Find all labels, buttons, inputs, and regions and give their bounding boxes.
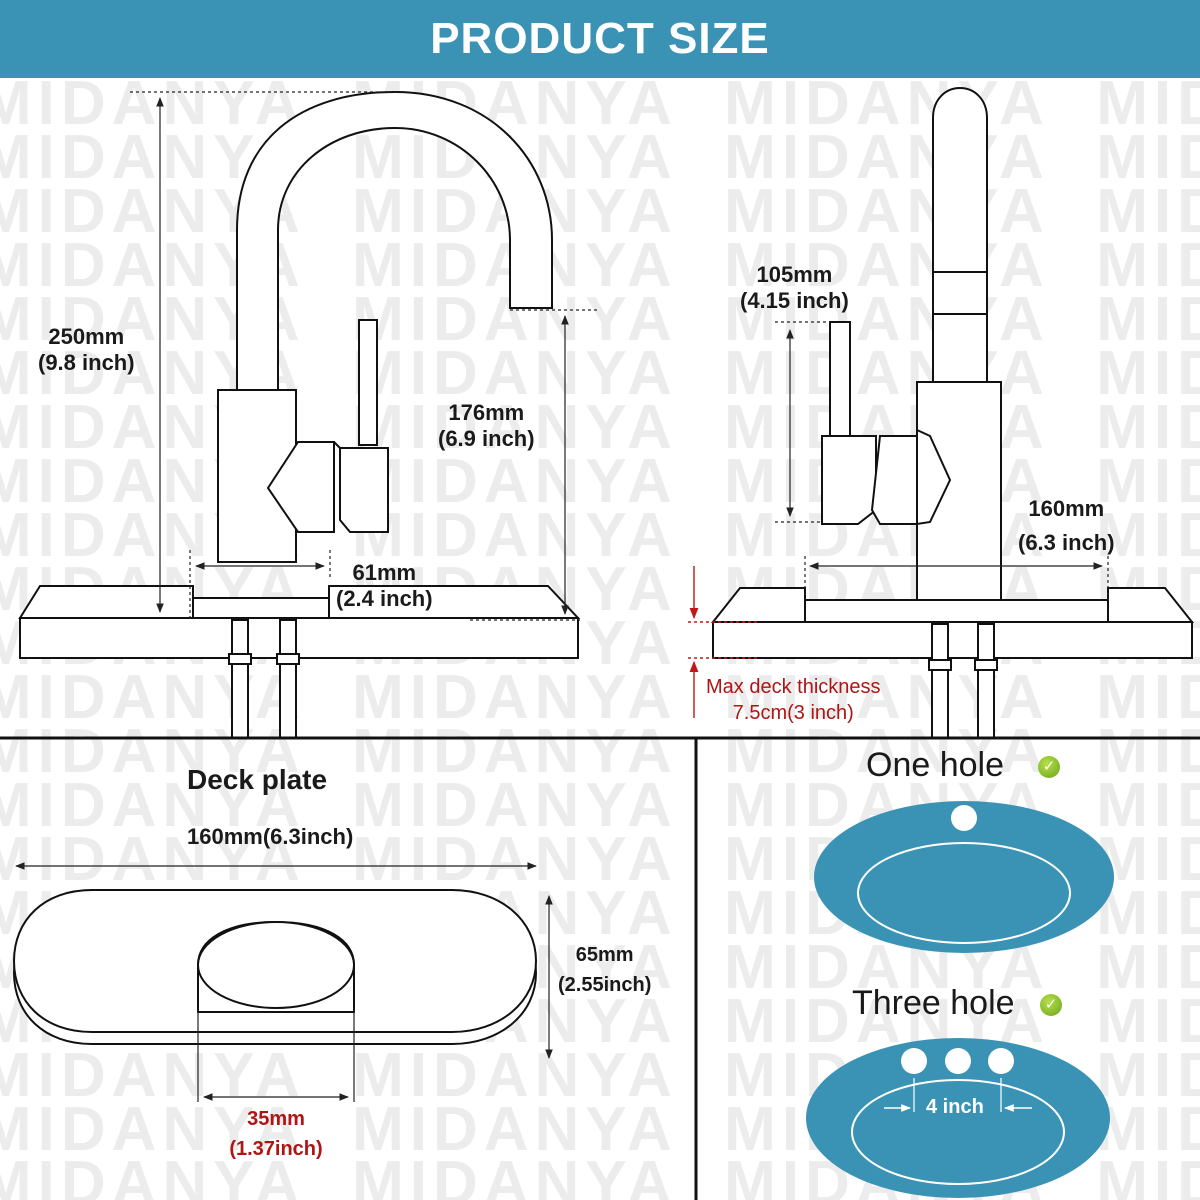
base-mm: 61mm [352, 560, 417, 585]
watermark-row: MIDANYA MIDANYA MIDANYA MIDANYA MIDANYA … [0, 285, 1200, 354]
tap-hole [951, 805, 977, 831]
depth-in: (2.55inch) [558, 974, 652, 996]
front-counter-left [710, 587, 806, 623]
pipe-left [231, 619, 249, 739]
depth-mm: 65mm [575, 944, 634, 966]
handle-in: (4.15 inch) [740, 288, 849, 313]
handle-mm: 105mm [756, 262, 833, 287]
page-title: PRODUCT SIZE [430, 14, 770, 63]
handle-lever [358, 319, 378, 446]
handle-knob [339, 447, 389, 533]
deck-plate-width: 160mm(6.3inch) [187, 824, 354, 849]
hole-mm: 35mm [247, 1108, 305, 1130]
front-view-faucet [710, 86, 1195, 739]
watermark-row: MIDANYA MIDANYA MIDANYA MIDANYA MIDANYA … [0, 663, 1200, 732]
front-pipe-left [931, 623, 949, 739]
tap-hole-center [945, 1048, 971, 1074]
watermark-row: MIDANYA MIDANYA MIDANYA MIDANYA MIDANYA … [0, 231, 1200, 300]
handle-cartridge [266, 441, 335, 533]
three-hole-label: Three hole [852, 984, 1015, 1022]
check-icon: ✓ [1038, 756, 1060, 778]
counter-left [18, 585, 194, 619]
handle-height-label: 105mm (4.15 inch) [740, 262, 849, 314]
front-knob [821, 435, 877, 525]
deck-plate-hole: 35mm (1.37inch) [214, 1104, 338, 1164]
spout-mm: 176mm [448, 400, 525, 425]
deck-thickness-arrows [688, 566, 760, 718]
watermark-row: MIDANYA MIDANYA MIDANYA MIDANYA MIDANYA … [0, 78, 1200, 138]
front-counter-right [1107, 587, 1195, 623]
spout-in: (6.9 inch) [438, 426, 535, 451]
front-cartridge [870, 435, 918, 525]
base-width-label: 61mm (2.4 inch) [336, 560, 433, 612]
check-icon: ✓ [1040, 994, 1062, 1016]
side-view-faucet [18, 90, 581, 739]
deck-plate-title: Deck plate [187, 764, 328, 795]
spout [236, 90, 553, 391]
plate-in: (6.3 inch) [1018, 530, 1115, 555]
tap-hole-left [901, 1048, 927, 1074]
watermark-row: MIDANYA MIDANYA MIDANYA MIDANYA MIDANYA … [0, 177, 1200, 246]
watermark-row: MIDANYA MIDANYA MIDANYA MIDANYA MIDANYA … [0, 717, 1200, 786]
header-banner: PRODUCT SIZE [0, 0, 1200, 78]
deck-thickness-value: 7.5cm(3 inch) [732, 702, 854, 724]
one-hole-label: One hole [866, 746, 1004, 784]
front-spout [932, 86, 988, 383]
front-lever [829, 321, 851, 441]
deck-thickness-title: Max deck thickness [706, 676, 881, 698]
sink-one-hole [814, 801, 1114, 953]
height-label: 250mm (9.8 inch) [38, 324, 135, 376]
base-plate [192, 597, 330, 619]
pipe-right [279, 619, 297, 739]
plate-width-label: 160mm (6.3 inch) [1018, 492, 1115, 560]
tap-hole-right [988, 1048, 1014, 1074]
front-counter-front [712, 621, 1193, 659]
front-base-plate [804, 599, 1109, 623]
watermark: MIDANYA MIDANYA MIDANYA MIDANYA MIDANYA … [0, 78, 1200, 1200]
deck-plate-drawing [12, 889, 538, 1045]
spout-height-label: 176mm (6.9 inch) [438, 400, 535, 452]
base-in: (2.4 inch) [336, 586, 433, 611]
deck-plate-depth: 65mm (2.55inch) [558, 940, 651, 1000]
deck-thickness-label: Max deck thickness 7.5cm(3 inch) [706, 674, 881, 726]
front-pipe-right [977, 623, 995, 739]
sink-three-hole [806, 1038, 1110, 1198]
plate-mm: 160mm [1028, 496, 1105, 521]
hole-in: (1.37inch) [229, 1138, 323, 1160]
counter-front [19, 617, 579, 659]
height-in: (9.8 inch) [38, 350, 135, 375]
height-mm: 250mm [48, 324, 125, 349]
hole-spacing-label: 4 inch [926, 1096, 984, 1118]
watermark-row: MIDANYA MIDANYA MIDANYA MIDANYA MIDANYA … [0, 123, 1200, 192]
